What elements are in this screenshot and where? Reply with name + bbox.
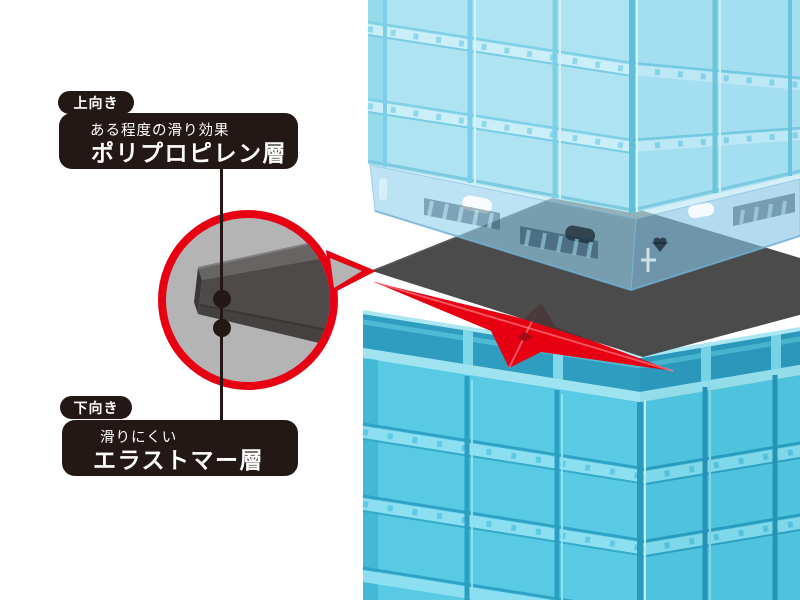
magnifier-ring	[158, 210, 338, 390]
pallet-fork-hole-dark	[565, 225, 596, 244]
label-top-box	[59, 113, 298, 169]
pallet-foot-vents	[424, 193, 795, 259]
label-top-tag-pill	[58, 91, 134, 114]
label-bottom-tag: 下向き	[74, 400, 119, 416]
pallet-heart-hole	[652, 237, 668, 252]
label-bottom-desc: 滑りにくい	[100, 429, 177, 446]
label-bottom-box	[62, 420, 298, 476]
upper-crate-stack	[367, 0, 800, 213]
label-top-desc: ある程度の滑り効果	[90, 122, 230, 139]
pallet-front-right-face	[630, 178, 800, 291]
label-bottom: 下向き 滑りにくい エラストマー層	[60, 396, 298, 476]
label-top-tag: 上向き	[74, 95, 119, 111]
cross-section-elastomer-band	[198, 305, 330, 350]
pallet-fork-hole	[462, 195, 493, 214]
arrow-center-dot	[517, 332, 533, 342]
pallet-corner-slot	[379, 178, 387, 200]
label-top: 上向き ある程度の滑り効果 ポリプロピレン層	[58, 91, 298, 169]
cross-section	[194, 235, 330, 350]
cross-section-top-face	[198, 236, 330, 280]
elastomer-layer-dot	[213, 319, 231, 337]
magnifier-callout	[158, 169, 376, 420]
label-top-layer: ポリプロピレン層	[91, 140, 287, 166]
pallet-plus-mark	[641, 248, 656, 272]
lower-crate-stack	[362, 310, 800, 600]
polypropylene-layer-dot	[213, 290, 231, 308]
label-bottom-layer: エラストマー層	[93, 447, 264, 473]
label-bottom-tag-pill	[60, 396, 132, 419]
